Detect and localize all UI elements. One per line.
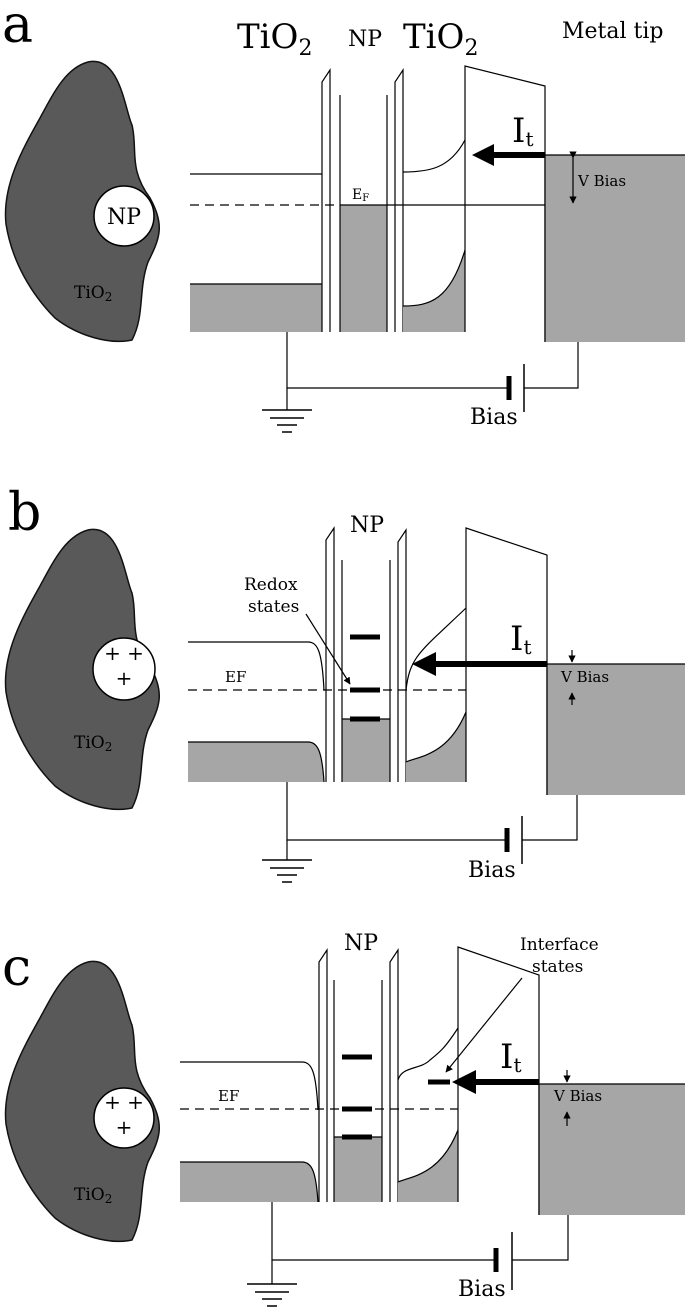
panel-a-vbias-label: V Bias	[577, 172, 626, 190]
panel-b-right-tio2-valence-band	[406, 712, 466, 782]
panel-a-header-np: NP	[348, 27, 382, 52]
panel-a-right-tio2-conduction-band	[402, 139, 466, 173]
panel-a-tio2-label: TiO2	[74, 283, 112, 304]
panel-c-circuit-wire	[271, 1202, 495, 1261]
panel-c-barrier-left	[318, 948, 328, 1202]
panel-a-letter: a	[2, 0, 33, 55]
panel-c-np-charges-bottom: +	[116, 1115, 133, 1139]
panel-c-vbias-label: V Bias	[553, 1087, 602, 1105]
panel-a-fermi-label: EF	[352, 187, 369, 204]
panel-a-barrier-right	[394, 68, 404, 332]
panel-a: a TiO2 NP TiO2 Metal tip NP TiO2 EF	[2, 0, 685, 433]
panel-a-ground-symbol	[262, 409, 312, 433]
panel-b-tio2-particle	[4, 528, 161, 811]
panel-b-right-tio2-conduction-band	[405, 607, 467, 691]
panel-c-np-charges-top: + +	[104, 1090, 144, 1114]
panel-c-metal-tip	[539, 1084, 685, 1215]
panel-b-fermi-label: EF	[225, 668, 246, 686]
panel-c-ground-symbol	[247, 1283, 297, 1307]
panel-c-letter: c	[2, 938, 31, 998]
panel-c-battery-symbol	[493, 1232, 513, 1290]
panel-c-current-arrow	[452, 1070, 476, 1094]
panel-c-bias-label: Bias	[458, 1277, 506, 1302]
panel-b-ground-symbol	[262, 859, 312, 883]
panel-c: c NP + + + TiO2 EF	[2, 931, 685, 1307]
panel-b-np-charges-top: + +	[104, 641, 144, 665]
panel-c-fermi-label: EF	[218, 1087, 239, 1105]
panel-a-current-arrow	[472, 144, 494, 166]
panel-a-left-tio2-valence-band	[190, 284, 322, 332]
panel-b-circuit-wire	[286, 782, 506, 841]
panel-a-tio2-particle	[4, 60, 161, 343]
panel-a-metal-tip	[545, 155, 685, 342]
panel-c-annotation-line1: Interface	[520, 935, 599, 955]
panel-b-bias-label: Bias	[468, 858, 516, 883]
panel-a-barrier-left	[321, 68, 331, 332]
panel-c-left-tio2-conduction-band	[180, 1061, 319, 1111]
panel-c-right-tio2-valence-band	[398, 1130, 458, 1202]
panel-b-vbias-label: V Bias	[560, 668, 609, 686]
panel-a-circuit-wire	[286, 332, 508, 389]
panel-a-right-tio2-valence-band	[403, 250, 465, 332]
panel-c-annotation-line2: states	[532, 957, 583, 977]
panel-a-header-tio2-left: TiO2	[237, 17, 312, 61]
panel-c-current-label: It	[500, 1037, 521, 1077]
panel-b-current-label: It	[510, 619, 531, 659]
panel-c-redox-states	[342, 1054, 372, 1140]
panel-b-current-arrow	[412, 652, 436, 676]
panel-c-left-tio2-valence-band	[180, 1162, 318, 1202]
panel-a-header-metal-tip: Metal tip	[562, 19, 664, 44]
panel-b-annotation-line1: Redox	[244, 575, 298, 595]
panel-b-np-filled-states	[342, 719, 390, 782]
panel-a-np-circle	[93, 185, 155, 247]
panel-a-bias-label: Bias	[470, 405, 518, 430]
panel-b-metal-tip	[547, 664, 685, 795]
panel-b-barrier-right	[397, 528, 407, 782]
panel-c-np-circle	[93, 1087, 155, 1149]
panel-b-annotation-pointer	[305, 613, 351, 685]
panel-b-np-circle	[92, 637, 156, 701]
panel-b-redox-states	[350, 634, 380, 722]
panel-a-current-label: It	[512, 111, 533, 151]
panel-a-header-tio2-right: TiO2	[403, 17, 478, 61]
panel-c-np-filled-states	[334, 1137, 382, 1202]
panel-b-left-tio2-conduction-band	[188, 641, 325, 691]
panel-b-barrier-left	[325, 526, 335, 782]
panel-b-tio2-label: TiO2	[74, 733, 112, 754]
panel-c-header-np: NP	[344, 931, 378, 956]
panel-b-letter: b	[8, 483, 41, 543]
panel-b-battery-symbol	[504, 816, 523, 864]
panel-b: b NP + + + TiO2 EF Redox	[4, 483, 685, 883]
panel-c-annotation-pointer	[445, 977, 523, 1073]
panel-c-tio2-label: TiO2	[74, 1185, 112, 1206]
panel-b-annotation-line2: states	[248, 597, 299, 617]
panel-a-vacuum-barrier	[464, 65, 546, 342]
panel-c-tio2-particle	[4, 960, 161, 1243]
panel-a-np-label: NP	[107, 205, 141, 230]
panel-b-np-charges-bottom: +	[116, 666, 133, 690]
panel-c-right-tio2-conduction-band	[397, 1027, 459, 1081]
panel-a-np-filled-states	[340, 205, 387, 332]
panel-b-left-tio2-valence-band	[188, 742, 324, 782]
panel-c-barrier-right	[389, 948, 399, 1202]
panel-b-header-np: NP	[350, 513, 384, 538]
